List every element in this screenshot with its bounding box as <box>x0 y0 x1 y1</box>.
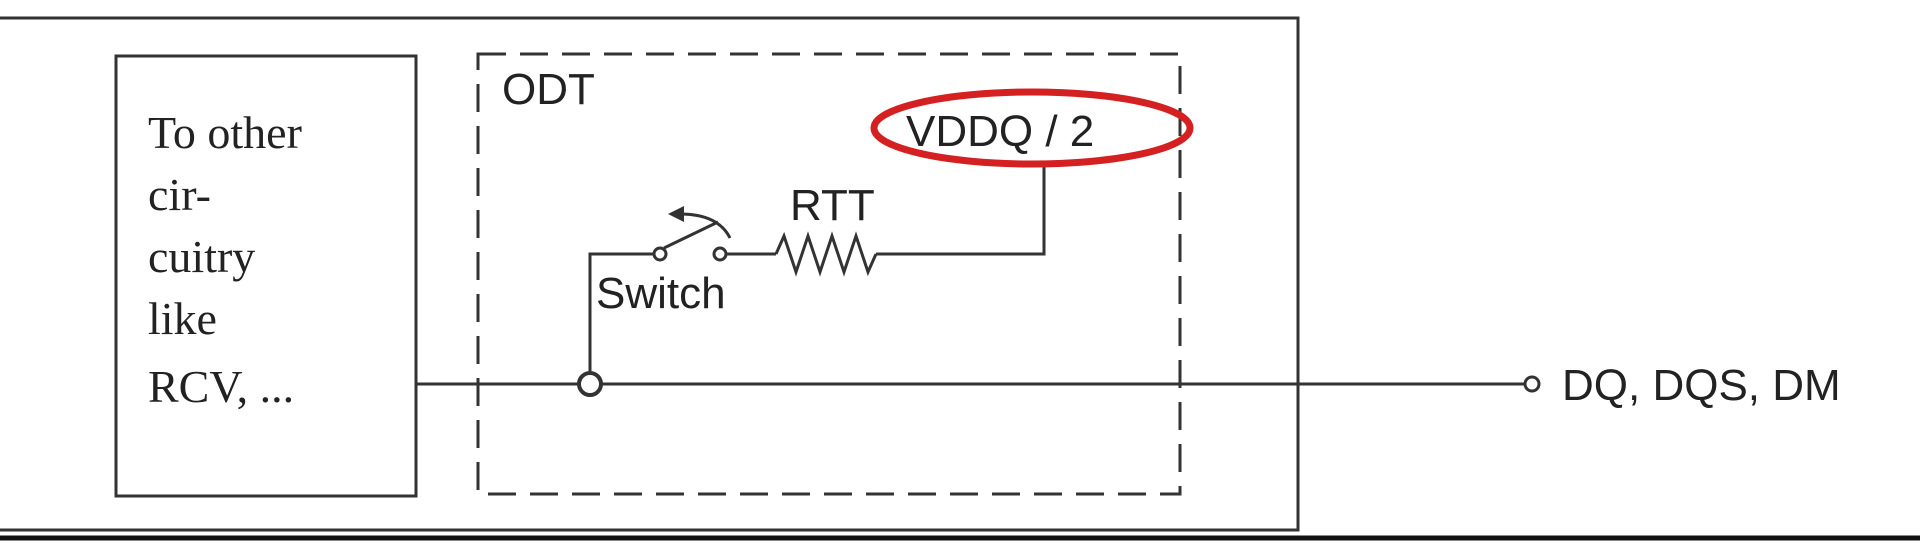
output-label: DQ, DQS, DM <box>1562 361 1841 410</box>
switch-lever <box>663 220 719 250</box>
highlight-ellipse <box>870 88 1194 168</box>
switch-arrow-head-icon <box>668 206 684 222</box>
junction-node <box>577 371 603 397</box>
switch-label: Switch <box>596 269 726 318</box>
odt-dashed-box <box>476 52 1182 496</box>
resistor-to-supply-wire <box>876 162 1046 256</box>
switch-arrow-icon <box>679 212 732 239</box>
other-circuitry-box <box>114 54 418 498</box>
odt-label: ODT <box>502 65 595 114</box>
switch-contact-left <box>652 246 668 262</box>
supply-label: VDDQ / 2 <box>906 107 1094 156</box>
resistor-rtt-icon <box>774 231 878 277</box>
switch-feed-wire <box>588 252 654 373</box>
output-terminal <box>1523 375 1541 393</box>
rtt-label: RTT <box>790 181 875 230</box>
other-circuitry-label: To other cir- cuitry like RCV, ... <box>148 107 313 412</box>
device-outer-box <box>0 16 1300 532</box>
switch-contact-right <box>712 246 728 262</box>
